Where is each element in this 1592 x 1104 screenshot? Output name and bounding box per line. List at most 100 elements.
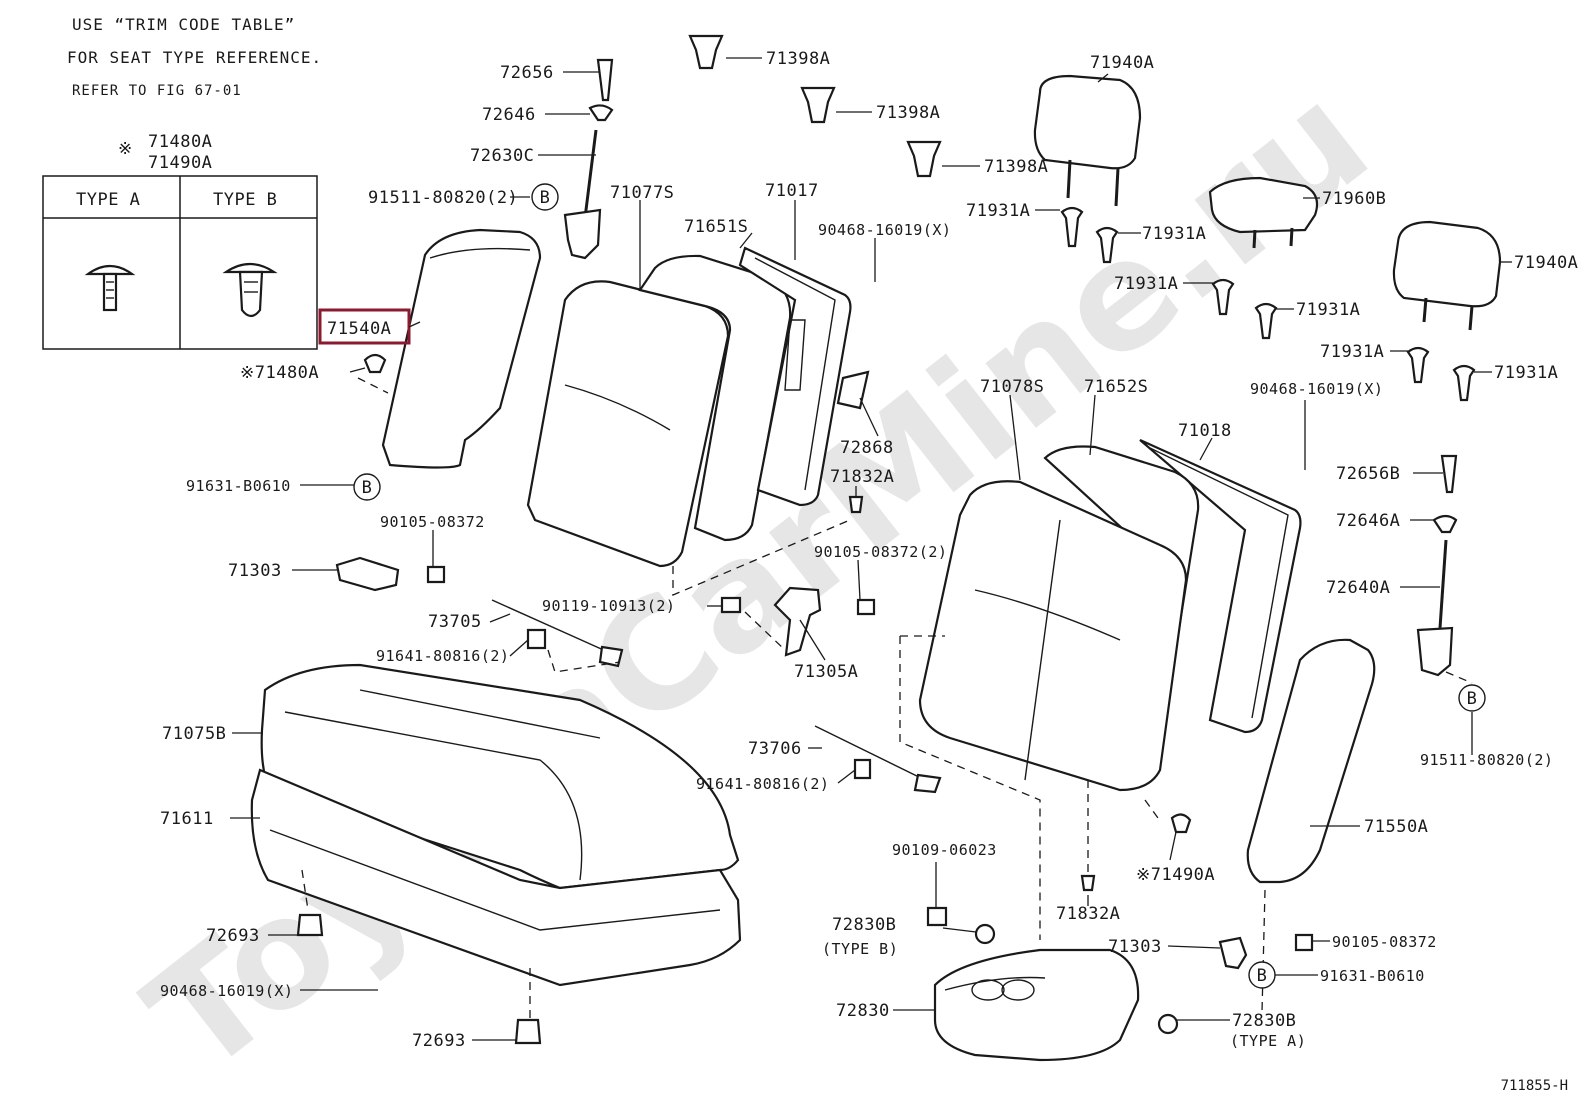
table-type-a: TYPE A [76,190,140,210]
part-labels: 72656 72646 72630C 91511-80820(2) 71398A… [160,49,1578,1051]
label-71398a-1[interactable]: 71398A [766,49,830,69]
label-90105-08372-right[interactable]: 90105-08372 [1332,933,1437,951]
label-72630c[interactable]: 72630C [470,146,534,166]
label-71078s[interactable]: 71078S [980,377,1044,397]
label-90109-06023[interactable]: 90109-06023 [892,841,997,859]
label-72868[interactable]: 72868 [840,438,894,458]
label-71931a-2[interactable]: 71931A [1142,224,1206,244]
label-90119-10913[interactable]: 90119-10913(2) [542,597,675,615]
knob-72656b [1440,454,1458,494]
label-71940a-2[interactable]: 71940A [1514,253,1578,273]
label-71931a-4[interactable]: 71931A [1296,300,1360,320]
clip-71398a-1 [688,34,724,70]
label-71550a[interactable]: 71550A [1364,817,1428,837]
svg-text:B: B [362,478,373,498]
label-91631-b0610-left[interactable]: 91631-B0610 [186,477,291,495]
clip-type-b-icon [222,262,278,318]
clip-71832a-1 [848,495,864,514]
cable-73705 [598,645,624,668]
label-72656[interactable]: 72656 [500,63,554,83]
circle-ref-b-4: B [1248,961,1276,989]
label-71931a-6[interactable]: 71931A [1494,363,1558,383]
label-71832a-2[interactable]: 71832A [1056,904,1120,924]
label-71490a[interactable]: ※71490A [1136,865,1215,885]
label-72830b-1[interactable]: 72830B [832,915,896,935]
svg-text:B: B [1467,689,1478,709]
seatback-cover-71077s [526,280,730,568]
label-71398a-3[interactable]: 71398A [984,157,1048,177]
side-bolster-right [1246,638,1376,884]
label-90468-16019-right[interactable]: 90468-16019(X) [1250,380,1383,398]
label-71652s[interactable]: 71652S [1084,377,1148,397]
label-71305a[interactable]: 71305A [794,662,858,682]
note-line-3: REFER TO FIG 67-01 [72,83,242,99]
clip-type-table: ※ 71480A 71490A TYPE A TYPE B [42,132,318,350]
clip-72693-2 [514,1018,542,1045]
bolt-91641-1 [526,628,547,650]
label-90468-16019-top[interactable]: 90468-16019(X) [818,221,951,239]
headrest-guides [1060,206,1476,402]
label-91641-80816-2[interactable]: 91641-80816(2) [696,775,829,793]
label-72640a[interactable]: 72640A [1326,578,1390,598]
cup-holder-2 [1001,979,1035,1001]
label-72646a[interactable]: 72646A [1336,511,1400,531]
cable-73706 [913,773,942,794]
label-72693-2[interactable]: 72693 [412,1031,466,1051]
circle-ref-b-2: B [353,473,381,501]
label-71611[interactable]: 71611 [160,809,214,829]
label-71940a-1[interactable]: 71940A [1090,53,1154,73]
label-72830b-type-b: (TYPE B) [822,940,898,958]
label-71018[interactable]: 71018 [1178,421,1232,441]
circle-ref-b-3: B [1458,684,1486,712]
label-72656b[interactable]: 72656B [1336,464,1400,484]
label-71931a-3[interactable]: 71931A [1114,274,1178,294]
circle-ref-b-1: B [531,183,559,211]
table-part-a: 71480A [148,132,212,152]
clip-71490a [1170,813,1192,834]
label-73706[interactable]: 73706 [748,739,802,759]
side-bolster-left [381,228,542,469]
label-91511-80820-left[interactable]: 91511-80820(2) [368,188,518,208]
label-71075b[interactable]: 71075B [162,724,226,744]
label-90105-08372-left[interactable]: 90105-08372 [380,513,485,531]
label-72830[interactable]: 72830 [836,1001,890,1021]
label-71077s[interactable]: 71077S [610,183,674,203]
label-71303-right[interactable]: 71303 [1108,937,1162,957]
table-ref-mark: ※ [118,139,133,159]
label-71960b[interactable]: 71960B [1322,189,1386,209]
label-71398a-2[interactable]: 71398A [876,103,940,123]
table-type-b: TYPE B [213,190,277,210]
label-91631-b0610-right[interactable]: 91631-B0610 [1320,967,1425,985]
label-72830b-2[interactable]: 72830B [1232,1011,1296,1031]
clip-71832a-2 [1080,874,1096,892]
label-71540a[interactable]: 71540A [327,319,391,339]
label-71651s[interactable]: 71651S [684,217,748,237]
label-71303-left[interactable]: 71303 [228,561,282,581]
note-line-1: USE “TRIM CODE TABLE” [72,15,295,34]
cup-holder-1 [971,979,1005,1001]
clip-72693-1 [296,913,324,937]
bolt-90119 [720,596,742,614]
table-part-b: 71490A [148,153,212,173]
watermark: ToyotaCarMine.ru [117,52,1399,1099]
label-72693-1[interactable]: 72693 [206,926,260,946]
armrest-72830 [933,948,1140,1062]
label-71931a-5[interactable]: 71931A [1320,342,1384,362]
label-90468-16019-bottom[interactable]: 90468-16019(X) [160,982,293,1000]
label-71017[interactable]: 71017 [765,181,819,201]
seatback-cover-71078s [918,480,1188,792]
clip-71398a-2 [800,86,836,124]
diagram-id: 711855-H [1501,1078,1568,1094]
label-73705[interactable]: 73705 [428,612,482,632]
seatback-pad-71651s [638,254,792,542]
label-72646[interactable]: 72646 [482,105,536,125]
label-90105-08372-2[interactable]: 90105-08372(2) [814,543,947,561]
label-71832a-1[interactable]: 71832A [830,467,894,487]
label-91511-80820-right[interactable]: 91511-80820(2) [1420,751,1553,769]
label-71480a[interactable]: ※71480A [240,363,319,383]
label-91641-80816-1[interactable]: 91641-80816(2) [376,647,509,665]
bushing-72830b-type-a [1157,1013,1179,1035]
label-71931a-1[interactable]: 71931A [966,201,1030,221]
